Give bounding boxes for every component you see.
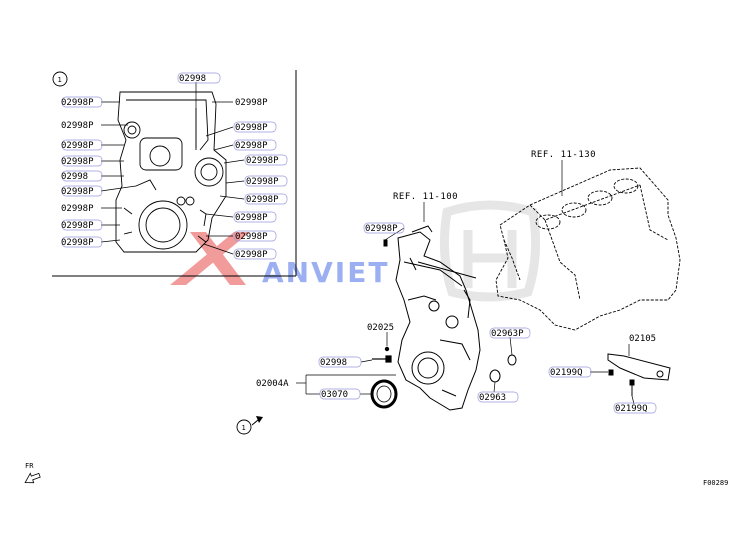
label-02199Q-a: 02199Q	[550, 368, 583, 378]
label-02199Q-b: 02199Q	[615, 404, 648, 414]
inset-label-l9: 02998P	[61, 238, 94, 248]
bolt-drawing	[372, 346, 392, 363]
watermark: ANVIET	[170, 200, 541, 302]
label-02998P: 02998P	[365, 224, 398, 234]
inset-label-l5: 02998	[61, 172, 88, 182]
label-02004A: 02004A	[256, 379, 289, 389]
inset-label-top: 02998	[179, 74, 206, 84]
inset-label-r1: 02998P	[235, 98, 268, 108]
watermark-brand: ANVIET	[262, 256, 389, 289]
inset-frame	[52, 70, 297, 277]
ref-block-text: REF. 11-130	[531, 150, 596, 160]
oil-seal-drawing	[370, 379, 398, 409]
arrow-icon	[256, 416, 263, 423]
ref-cover-label: REF. 11-100	[393, 192, 458, 222]
inset-label-l1: 02998P	[61, 98, 94, 108]
inset-label-r8: 02998P	[235, 232, 268, 242]
dowel-drawing	[383, 239, 388, 247]
inset-leaders	[100, 82, 245, 255]
inset-label-l4: 02998P	[61, 157, 94, 167]
bracket-drawing	[607, 353, 671, 381]
inset-label-r9: 02998P	[235, 250, 268, 260]
front-mark-text: FR	[25, 462, 34, 470]
inset-index-callout: 1	[52, 71, 68, 87]
inset-label-r5: 02998P	[246, 177, 279, 187]
label-03070: 03070	[321, 390, 348, 400]
timing-cover-drawing	[395, 225, 481, 411]
index-callout-text: 1	[242, 424, 246, 432]
label-02963P: 02963P	[491, 329, 524, 339]
label-02998: 02998	[320, 358, 347, 368]
inset-labels: 02998 02998P 02998P 02998P 02998P 02998 …	[61, 72, 288, 260]
inset-label-r3: 02998P	[235, 141, 268, 151]
engine-block-drawing	[495, 167, 681, 331]
bolt-02199Q-drawing	[608, 369, 635, 396]
inset-label-l7: 02998P	[61, 204, 94, 214]
index-callout: 1	[236, 416, 263, 435]
inset-label-l6: 02998P	[61, 187, 94, 197]
inset-label-r4: 02998P	[246, 156, 279, 166]
label-02105: 02105	[629, 334, 656, 344]
front-arrow-icon	[24, 472, 41, 484]
inset-label-l3: 02998P	[61, 141, 94, 151]
inset-label-l8: 02998P	[61, 221, 94, 231]
main-labels: 02998P 02025 02998 02004A 03070 02963P 0…	[256, 222, 657, 414]
o-rings-drawing	[489, 354, 517, 383]
inset-label-r7: 02998P	[235, 213, 268, 223]
drawing-code: F00289	[703, 479, 728, 487]
watermark-x-icon	[170, 232, 250, 285]
main-leaders	[296, 227, 635, 405]
inset-label-l2: 02998P	[61, 121, 94, 131]
ref-block-label: REF. 11-130	[531, 150, 596, 196]
label-02025: 02025	[367, 323, 394, 333]
inset-timing-cover-drawing	[115, 91, 227, 253]
inset-index-text: 1	[58, 76, 62, 84]
ref-cover-text: REF. 11-100	[393, 192, 458, 202]
inset-label-r2: 02998P	[235, 123, 268, 133]
front-mark: FR	[24, 462, 41, 484]
label-02963: 02963	[479, 393, 506, 403]
inset-label-r6: 02998P	[246, 195, 279, 205]
